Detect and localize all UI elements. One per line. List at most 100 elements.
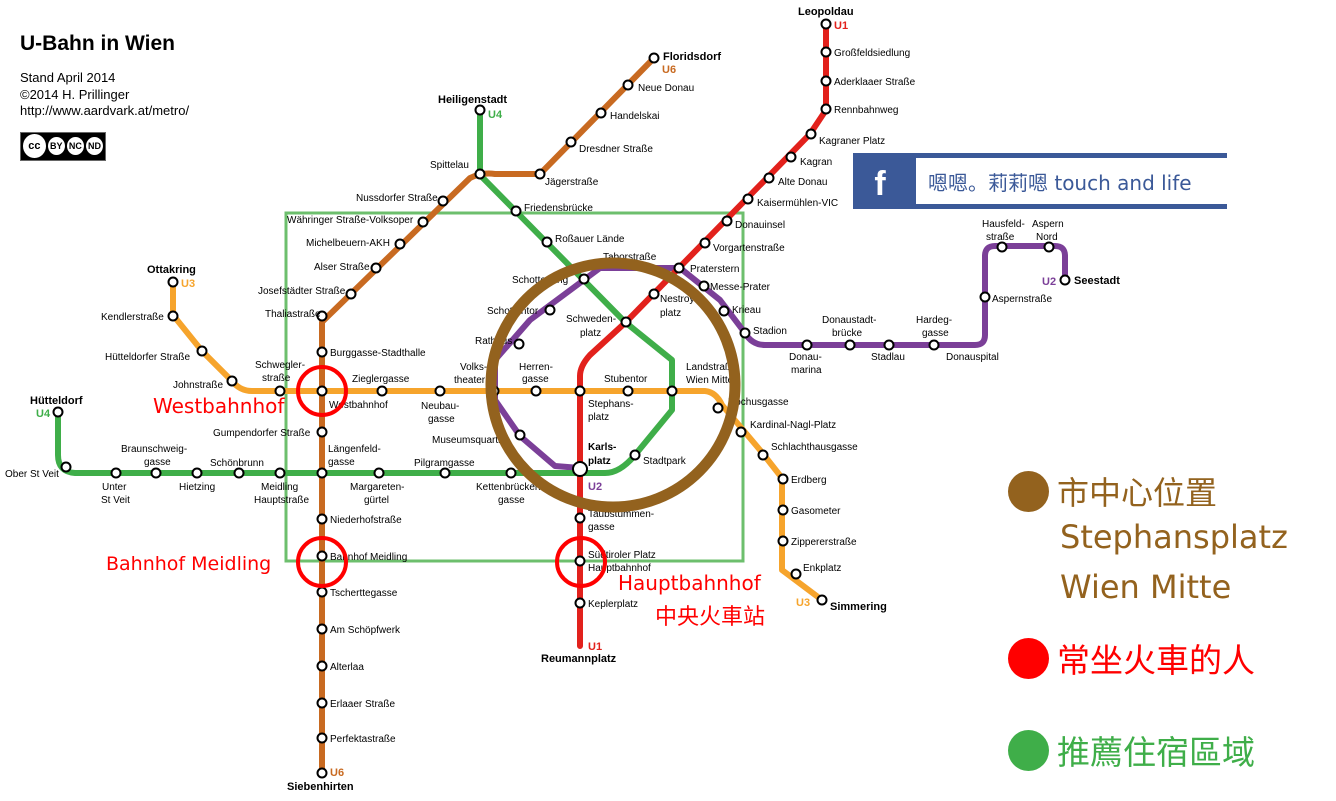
svg-text:platz: platz [588, 412, 609, 423]
map-meta: Stand April 2014 ©2014 H. Prillinger htt… [20, 70, 189, 120]
svg-text:gasse: gasse [922, 328, 949, 339]
svg-text:Stadtpark: Stadtpark [643, 456, 687, 467]
svg-text:Meidling: Meidling [261, 482, 298, 493]
cc-icon: cc [23, 134, 46, 158]
svg-text:U1: U1 [834, 20, 848, 32]
svg-text:Reumannplatz: Reumannplatz [541, 653, 617, 665]
legend-stay: 推薦住宿區域 [1008, 726, 1255, 774]
svg-text:Dresdner Straße: Dresdner Straße [579, 144, 653, 155]
facebook-banner[interactable]: f 嗯嗯。莉莉嗯 touch and life [853, 153, 1227, 209]
cc-license-badge[interactable]: cc BY NC ND [20, 131, 106, 161]
svg-text:Aspernstraße: Aspernstraße [992, 294, 1052, 305]
svg-text:Kaisermühlen-VIC: Kaisermühlen-VIC [757, 198, 838, 209]
svg-text:Stadlau: Stadlau [871, 352, 905, 363]
svg-text:U4: U4 [488, 109, 503, 121]
svg-text:Unter: Unter [102, 482, 127, 493]
u2-line [492, 243, 1068, 471]
svg-text:Kendlerstraße: Kendlerstraße [101, 312, 164, 323]
legend-center-wienmitte: Wien Mitte [1060, 568, 1232, 606]
svg-text:Hietzing: Hietzing [179, 482, 215, 493]
svg-text:U1: U1 [588, 641, 602, 653]
line-labels: U1 U1 U2 U2 U3 U3 U4 U4 U6 U6 [36, 20, 1056, 779]
svg-text:Volks-: Volks- [460, 362, 487, 373]
svg-text:U2: U2 [1042, 276, 1056, 288]
svg-text:Donau-: Donau- [789, 352, 822, 363]
map-title: U-Bahn in Wien [20, 32, 175, 55]
source-url[interactable]: http://www.aardvark.at/metro/ [20, 103, 190, 118]
station-markers [52, 18, 1071, 779]
svg-text:Kettenbrücken-: Kettenbrücken- [476, 482, 544, 493]
svg-text:Heiligenstadt: Heiligenstadt [438, 94, 507, 106]
svg-text:Roßauer Lände: Roßauer Lände [555, 234, 625, 245]
u4-line [55, 107, 675, 476]
svg-text:Nussdorfer Straße: Nussdorfer Straße [356, 193, 438, 204]
facebook-page-name: 嗯嗯。莉莉嗯 touch and life [916, 158, 1227, 204]
svg-text:Stubentor: Stubentor [604, 374, 648, 385]
svg-text:Kagran: Kagran [800, 157, 832, 168]
svg-text:Aderklaaer Straße: Aderklaaer Straße [834, 77, 916, 88]
svg-text:Ober St Veit: Ober St Veit [5, 469, 59, 480]
svg-text:Herren-: Herren- [519, 362, 553, 373]
svg-text:Keplerplatz: Keplerplatz [588, 599, 638, 610]
svg-text:Taubstummen-: Taubstummen- [588, 509, 654, 520]
svg-text:Aspern: Aspern [1032, 219, 1064, 230]
nd-icon: ND [85, 137, 103, 155]
svg-text:platz: platz [588, 456, 611, 467]
svg-text:Donauspital: Donauspital [946, 352, 999, 363]
u1-line [577, 21, 829, 649]
svg-text:Braunschweig-: Braunschweig- [121, 444, 187, 455]
svg-text:marina: marina [791, 365, 822, 376]
svg-text:Nord: Nord [1036, 232, 1058, 243]
svg-text:Erdberg: Erdberg [791, 475, 827, 486]
svg-text:platz: platz [660, 308, 681, 319]
svg-text:Kardinal-Nagl-Platz: Kardinal-Nagl-Platz [750, 420, 836, 431]
svg-text:Taborstraße: Taborstraße [603, 252, 657, 263]
svg-text:Josefstädter Straße: Josefstädter Straße [258, 286, 346, 297]
annotation-hauptbahnhof-cn: 中央火車站 [655, 605, 766, 630]
svg-text:Tscherttegasse: Tscherttegasse [330, 588, 398, 599]
svg-text:Währinger Straße-Volksoper: Währinger Straße-Volksoper [287, 215, 414, 226]
svg-text:U3: U3 [181, 278, 195, 290]
svg-text:Wien Mitte: Wien Mitte [686, 375, 734, 386]
svg-text:Seestadt: Seestadt [1074, 275, 1120, 287]
svg-text:Donauinsel: Donauinsel [735, 220, 785, 231]
svg-text:Krieau: Krieau [732, 305, 761, 316]
legend-train-label: 常坐火車的人 [1057, 642, 1255, 679]
svg-text:Längenfeld-: Längenfeld- [328, 444, 381, 455]
svg-text:Burggasse-Stadthalle: Burggasse-Stadthalle [330, 348, 426, 359]
svg-text:Hauptstraße: Hauptstraße [254, 495, 309, 506]
legend-center-label: 市中心位置 [1057, 475, 1218, 511]
by-icon: BY [47, 137, 65, 155]
svg-text:Donaustadt-: Donaustadt- [822, 315, 876, 326]
svg-text:Simmering: Simmering [830, 601, 887, 613]
legend-train: 常坐火車的人 [1008, 634, 1255, 682]
svg-text:Schlachthausgasse: Schlachthausgasse [771, 442, 858, 453]
svg-text:Friedensbrücke: Friedensbrücke [524, 203, 593, 214]
svg-text:Thaliastraße: Thaliastraße [265, 309, 321, 320]
legend-center-stephansplatz: Stephansplatz [1060, 518, 1288, 556]
svg-text:Rennbahnweg: Rennbahnweg [834, 105, 899, 116]
svg-text:Spittelau: Spittelau [430, 160, 469, 171]
svg-text:platz: platz [580, 328, 601, 339]
map-header: U-Bahn in Wien Stand April 2014 ©2014 H.… [20, 32, 189, 161]
svg-text:Schönbrunn: Schönbrunn [210, 458, 264, 469]
svg-text:Niederhofstraße: Niederhofstraße [330, 515, 402, 526]
svg-text:straße: straße [262, 373, 291, 384]
svg-text:Vorgartenstraße: Vorgartenstraße [713, 243, 785, 254]
svg-text:gasse: gasse [328, 457, 355, 468]
train-station-markers [296, 365, 607, 588]
annotation-hauptbahnhof: Hauptbahnhof [618, 571, 761, 595]
svg-text:Großfeldsiedlung: Großfeldsiedlung [834, 48, 910, 59]
svg-text:Perfektastraße: Perfektastraße [330, 734, 396, 745]
svg-text:Hauptbahnhof: Hauptbahnhof [588, 563, 651, 574]
svg-text:Karls-: Karls- [588, 442, 616, 453]
svg-text:Hardeg-: Hardeg- [916, 315, 952, 326]
svg-text:St Veit: St Veit [101, 495, 130, 506]
svg-text:Ottakring: Ottakring [147, 264, 196, 276]
svg-text:Zieglergasse: Zieglergasse [352, 374, 410, 385]
svg-text:Kagraner Platz: Kagraner Platz [819, 136, 885, 147]
svg-text:Floridsdorf: Floridsdorf [663, 51, 721, 63]
svg-text:U6: U6 [330, 767, 344, 779]
annotation-westbahnhof: Westbahnhof [153, 394, 285, 418]
